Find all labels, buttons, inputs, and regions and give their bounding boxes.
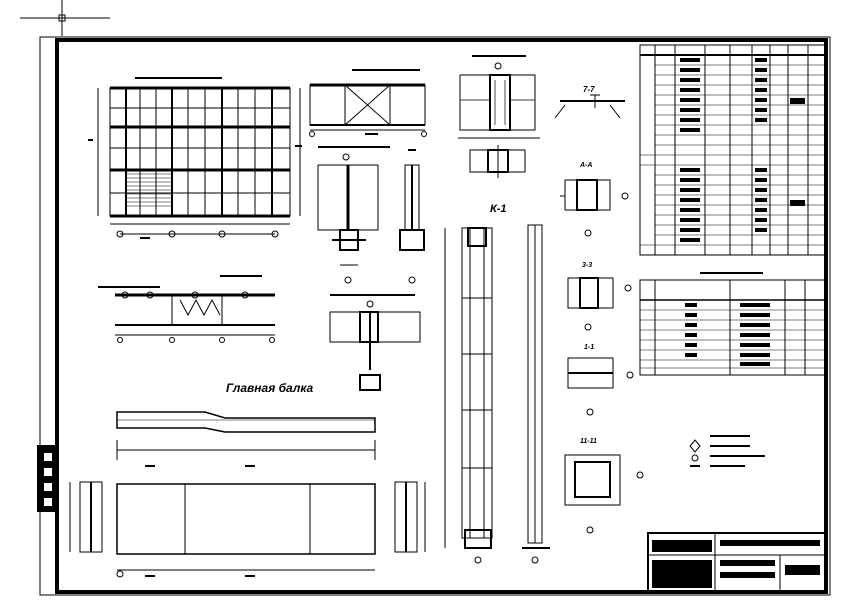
section-11-11 bbox=[564, 454, 644, 534]
elevation-view bbox=[309, 69, 427, 137]
column-mark-label: К-1 bbox=[490, 203, 507, 215]
cad-crosshair-cursor bbox=[20, 0, 110, 36]
specification-table-2 bbox=[639, 272, 826, 376]
section-a-a bbox=[560, 179, 629, 237]
section-a-a-label: А-А bbox=[580, 162, 593, 169]
main-beam-elevation bbox=[116, 411, 376, 578]
section-3-3 bbox=[567, 277, 632, 331]
secondary-beam-connection bbox=[329, 294, 421, 391]
main-beam-title: Главная балка bbox=[226, 381, 314, 395]
section-11-11-label: 11-11 bbox=[580, 438, 597, 445]
sheet-frame bbox=[37, 36, 831, 596]
title-block bbox=[647, 532, 827, 593]
truss-elevation bbox=[98, 275, 275, 343]
section-1-1-label: 1-1 bbox=[584, 344, 595, 351]
column-base-detail bbox=[317, 146, 425, 284]
section-3-3-label: 3-3 bbox=[582, 262, 593, 269]
beam-end-section-right bbox=[394, 481, 426, 553]
section-7-7-label: 7-7 bbox=[583, 85, 595, 94]
section-1-1 bbox=[567, 357, 634, 416]
framing-plan bbox=[88, 77, 302, 239]
beam-node-detail bbox=[458, 55, 540, 178]
beam-end-section-left bbox=[69, 481, 103, 553]
column-side-view bbox=[522, 224, 550, 564]
weld-legend bbox=[689, 435, 765, 467]
section-7-7 bbox=[554, 94, 625, 119]
column-k1-elevation bbox=[444, 227, 493, 564]
specification-table-1 bbox=[639, 44, 826, 256]
